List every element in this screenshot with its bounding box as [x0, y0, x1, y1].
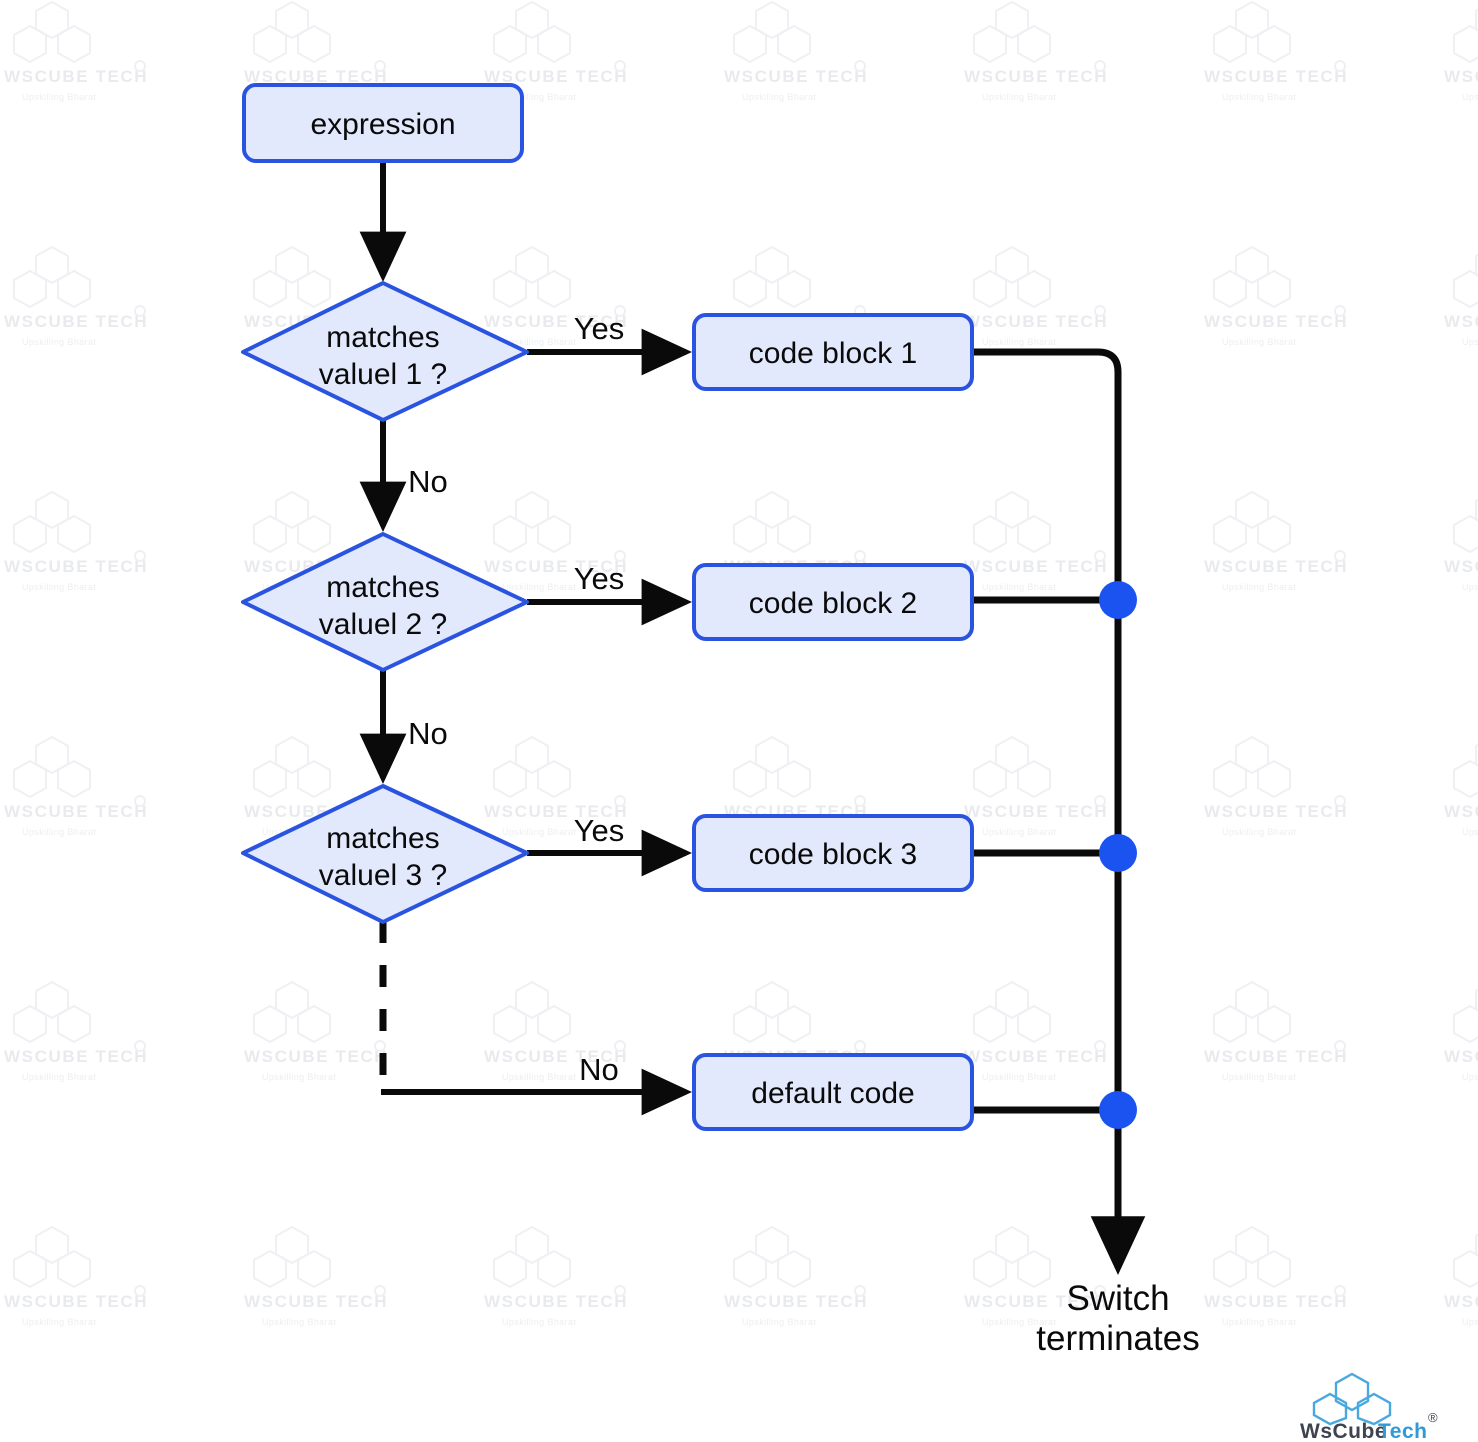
node-expression-label: expression	[310, 108, 455, 141]
edge-label-layer: Yes Yes Yes No No No	[408, 311, 624, 1087]
logo-brand-part2: Tech	[1378, 1420, 1427, 1442]
edge-label-no-2: No	[408, 716, 448, 751]
node-decision3[interactable]: matches valuel 3 ?	[241, 784, 529, 924]
edge-label-yes-1: Yes	[574, 311, 625, 346]
logo-hexagon-top-icon	[1334, 1372, 1370, 1412]
node-codeblock1[interactable]: code block 1	[692, 313, 974, 391]
node-codeblock3[interactable]: code block 3	[692, 814, 974, 892]
edge-label-yes-3: Yes	[574, 813, 625, 848]
terminator-label-line2: terminates	[1036, 1319, 1199, 1358]
edge-label-no-1: No	[408, 464, 448, 499]
node-decision2-label-line2: valuel 2 ?	[319, 608, 447, 641]
junction-dot-codeblock2	[1099, 581, 1137, 619]
node-decision1-label-line1: matches	[326, 321, 439, 354]
terminator-label-line1: Switch	[1066, 1279, 1169, 1318]
node-defaultcode[interactable]: default code	[692, 1053, 974, 1131]
edge-codeblock1-to-merge	[972, 348, 1122, 600]
node-codeblock2[interactable]: code block 2	[692, 563, 974, 641]
node-codeblock3-label: code block 3	[749, 838, 917, 871]
node-decision1[interactable]: matches valuel 1 ?	[241, 281, 529, 422]
node-decision2-label-line1: matches	[326, 571, 439, 604]
node-decision1-label-line2: valuel 1 ?	[319, 358, 447, 391]
node-expression[interactable]: expression	[242, 83, 524, 163]
node-codeblock2-label: code block 2	[749, 587, 917, 620]
node-decision3-label-line2: valuel 3 ?	[319, 859, 447, 892]
junction-dot-codeblock3	[1099, 834, 1137, 872]
wscube-logo: WsCube Tech ® Upskilling Bharat	[1300, 1372, 1438, 1442]
node-terminator: Switch terminates	[1036, 1279, 1199, 1358]
node-decision3-label-line1: matches	[326, 822, 439, 855]
logo-registered-mark: ®	[1428, 1410, 1438, 1425]
edge-label-no-3: No	[579, 1052, 619, 1087]
node-defaultcode-label: default code	[751, 1077, 914, 1110]
junction-dot-defaultcode	[1099, 1091, 1137, 1129]
node-decision2[interactable]: matches valuel 2 ?	[241, 532, 529, 672]
node-codeblock1-label: code block 1	[749, 337, 917, 370]
edge-label-yes-2: Yes	[574, 561, 625, 596]
logo-brand-part1: WsCube	[1300, 1420, 1387, 1442]
